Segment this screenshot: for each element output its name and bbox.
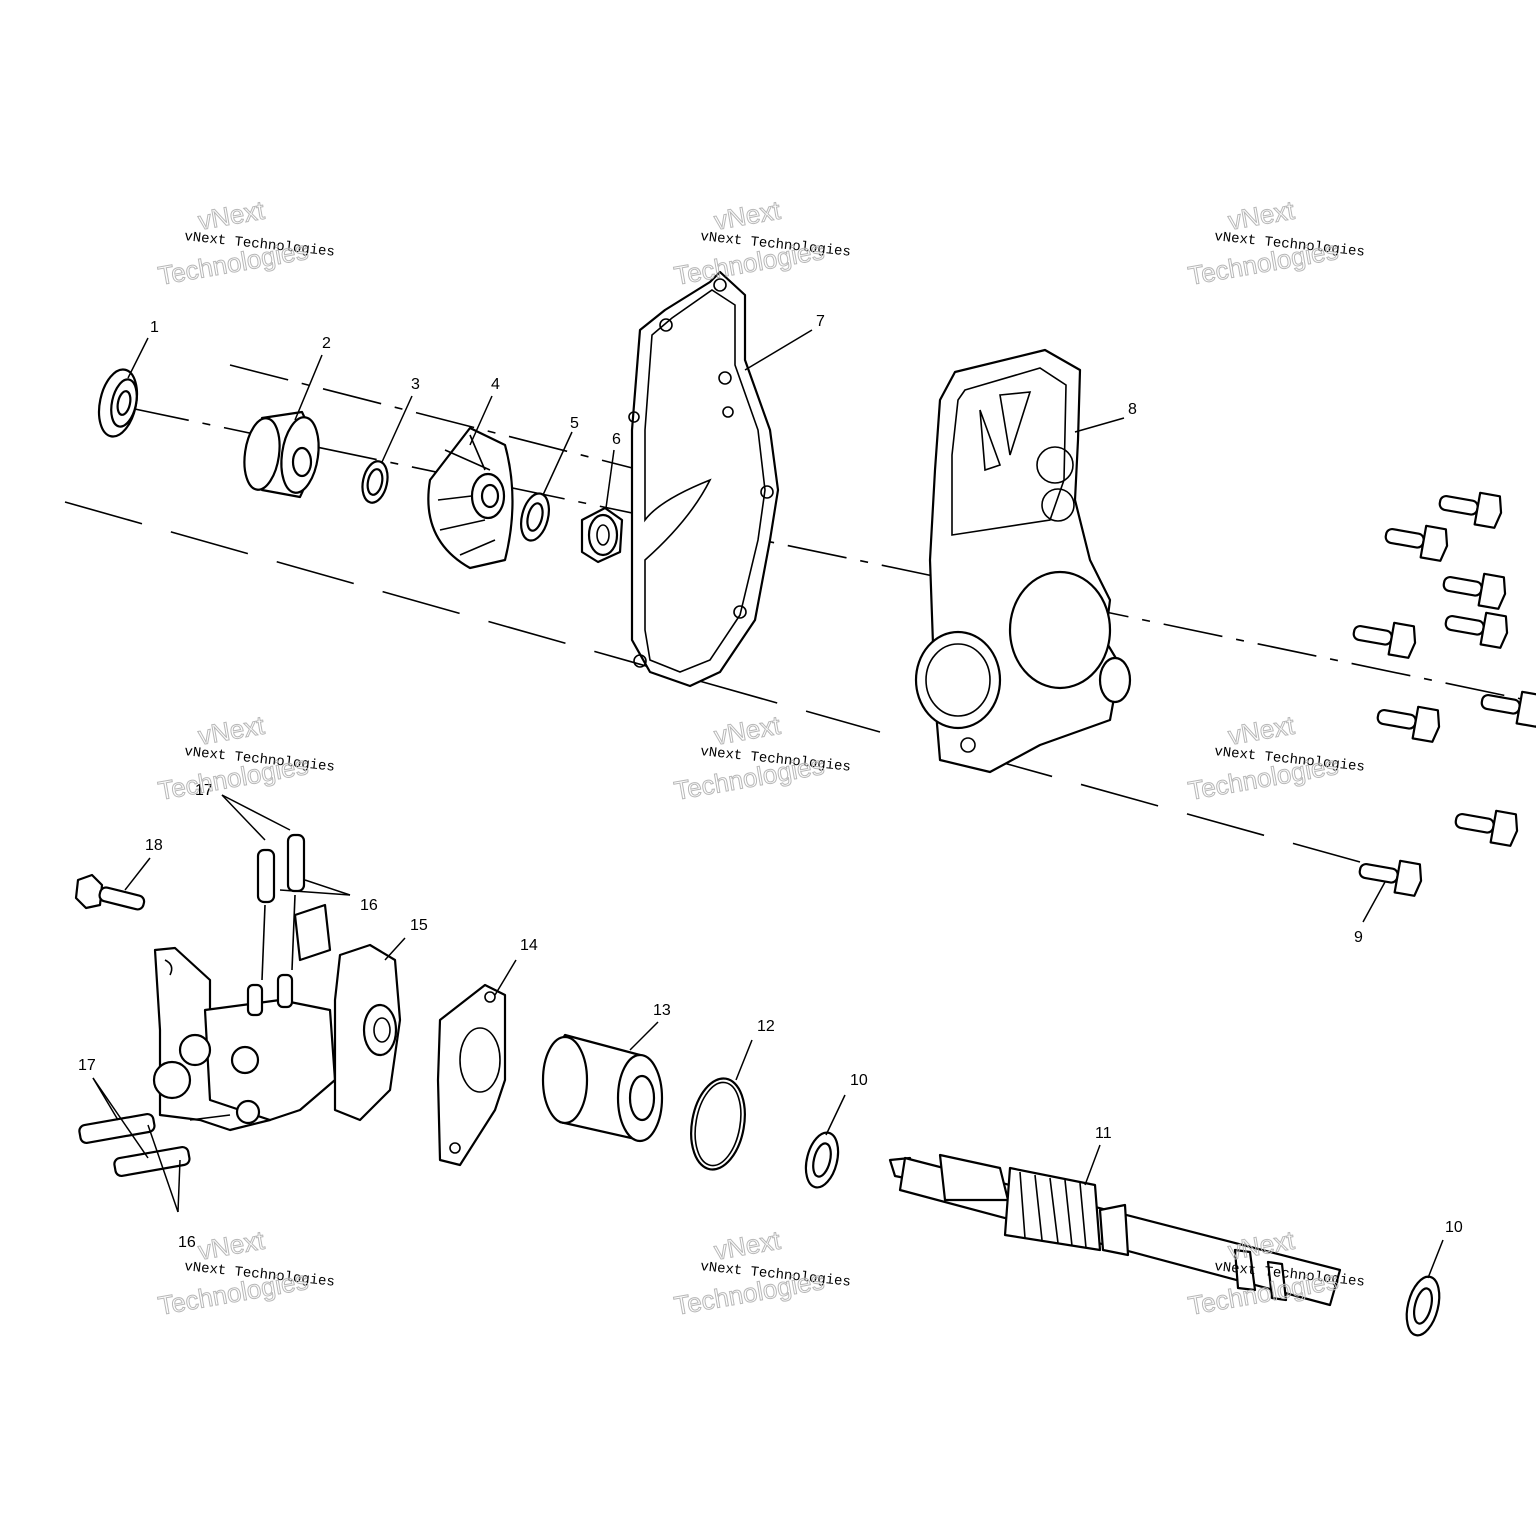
- part-7-gasket: [628, 270, 780, 688]
- svg-text:vNext: vNext: [712, 195, 783, 236]
- part-14-gasket: [436, 983, 507, 1167]
- svg-text:vNext: vNext: [1226, 710, 1297, 751]
- watermark-top-center: vNext vNext Technologies Technologies: [671, 194, 851, 291]
- part-4-impeller: [427, 426, 514, 570]
- svg-text:vNext: vNext: [196, 710, 267, 751]
- callout-13: 13: [653, 1002, 671, 1019]
- callout-14: 14: [520, 937, 538, 954]
- part-11-shaft: [888, 1153, 1342, 1307]
- part-10-washer-a: [804, 1131, 840, 1189]
- callout-9: 9: [1354, 929, 1363, 946]
- svg-text:vNext: vNext: [196, 195, 267, 236]
- callout-5: 5: [570, 415, 579, 432]
- callout-labels: 1 2 3 4 5 6 7 8 9 10 10 11 12 13 14 15 1…: [78, 313, 1463, 1251]
- part-9-bolts: [1352, 491, 1536, 897]
- leader-lines: [92, 329, 1444, 1279]
- svg-text:vNext: vNext: [712, 710, 783, 751]
- part-15-pump-body: [152, 903, 402, 1132]
- part-8-housing: [914, 348, 1132, 774]
- callout-6: 6: [612, 431, 621, 448]
- part-5-washer: [520, 492, 550, 542]
- part-2-bearing: [243, 410, 320, 499]
- alignment-lines: [64, 364, 1536, 863]
- callout-8: 8: [1128, 401, 1137, 418]
- callout-10-b: 10: [1445, 1219, 1463, 1236]
- watermark-middle-center: vNext vNext Technologies Technologies: [671, 709, 851, 806]
- callout-4: 4: [491, 376, 500, 393]
- callout-17-a: 17: [195, 782, 213, 799]
- callout-15: 15: [410, 917, 428, 934]
- callout-18: 18: [145, 837, 163, 854]
- svg-text:vNext: vNext: [712, 1225, 783, 1266]
- callout-17-b: 17: [78, 1057, 96, 1074]
- svg-text:vNext: vNext: [1226, 195, 1297, 236]
- callout-16-a: 16: [360, 897, 378, 914]
- part-10-washer-b: [1405, 1275, 1441, 1337]
- watermark-top-right: vNext vNext Technologies Technologies: [1185, 194, 1365, 291]
- callout-11: 11: [1095, 1125, 1112, 1142]
- callout-12: 12: [757, 1018, 775, 1035]
- callout-16-b: 16: [178, 1234, 196, 1251]
- callout-3: 3: [411, 376, 420, 393]
- part-6-nut: [580, 506, 624, 564]
- part-18-bolt: [74, 873, 146, 911]
- callout-2: 2: [322, 335, 331, 352]
- callout-7: 7: [816, 313, 825, 330]
- svg-text:vNext: vNext: [196, 1225, 267, 1266]
- part-13-sleeve: [541, 1033, 664, 1143]
- callout-1: 1: [150, 319, 159, 336]
- part-16-17-fittings: [78, 833, 306, 1178]
- callout-10-a: 10: [850, 1072, 868, 1089]
- part-3-washer: [361, 460, 389, 504]
- watermark-middle-right: vNext vNext Technologies Technologies: [1185, 709, 1365, 806]
- part-12-o-ring: [690, 1077, 746, 1171]
- watermark-top-left: vNext vNext Technologies Technologies: [155, 194, 335, 291]
- watermark-bottom-center: vNext vNext Technologies Technologies: [671, 1224, 851, 1321]
- watermark-middle-left: vNext vNext Technologies Technologies: [155, 709, 335, 806]
- part-1-seal: [97, 368, 139, 438]
